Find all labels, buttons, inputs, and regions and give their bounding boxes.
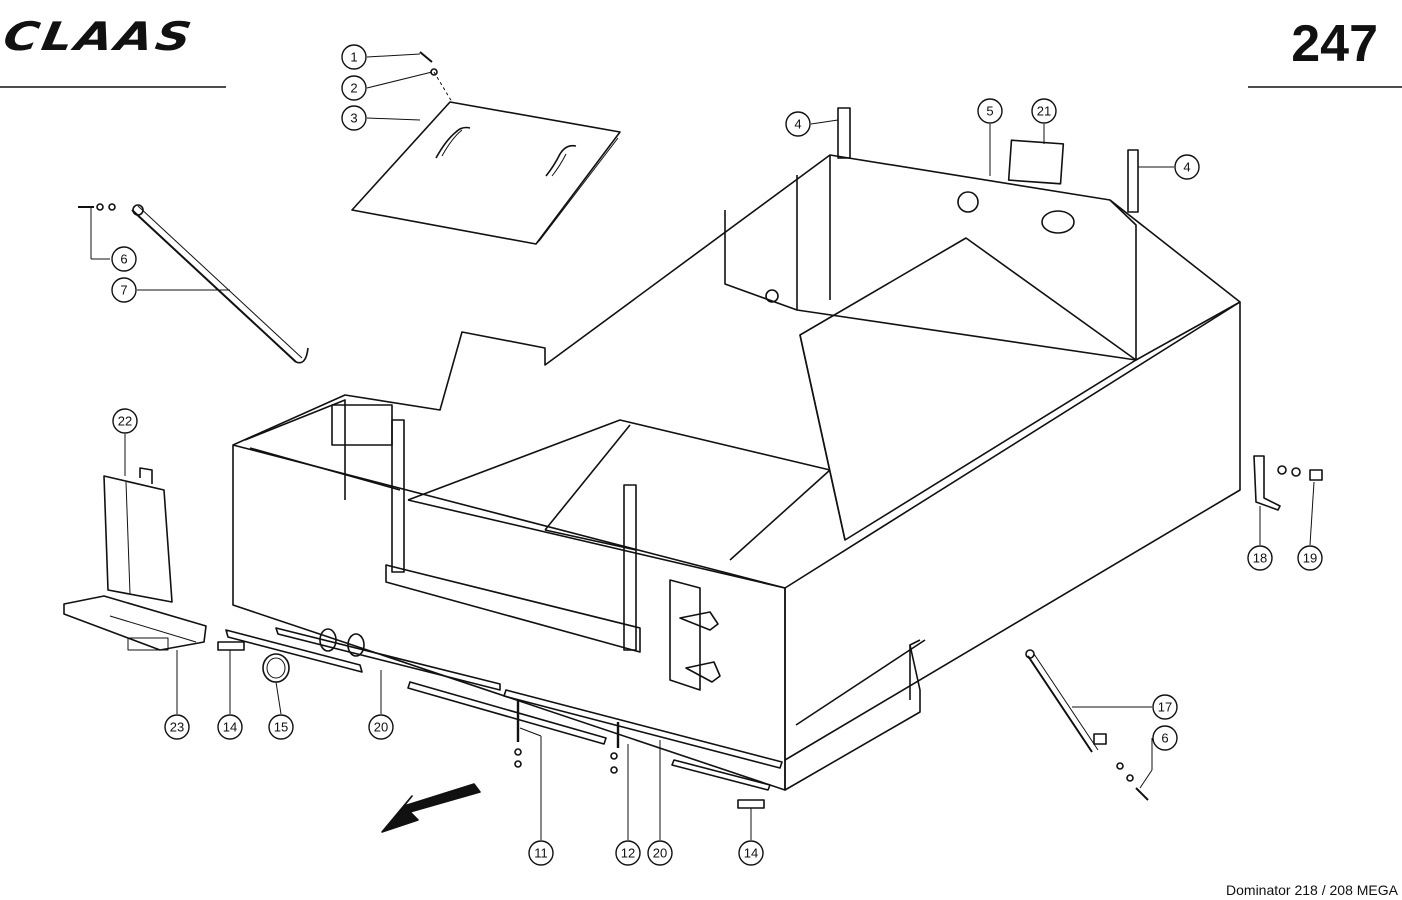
callout-6-top: 6 xyxy=(120,252,127,267)
bolt-head xyxy=(1309,469,1323,481)
main-housing xyxy=(232,107,1241,791)
top-bolt xyxy=(419,51,433,63)
callout-7: 7 xyxy=(120,283,127,298)
side-panel xyxy=(103,467,173,603)
lower-rod xyxy=(1025,649,1149,801)
washer-a xyxy=(1277,465,1287,475)
callout-22: 22 xyxy=(118,414,132,429)
model-label: Dominator 218 / 208 MEGA xyxy=(1226,882,1398,898)
callout-20-right: 20 xyxy=(653,846,667,861)
support-rod xyxy=(78,203,309,364)
callout-1: 1 xyxy=(350,50,357,65)
washer-b xyxy=(1291,467,1301,477)
callout-14-right: 14 xyxy=(744,846,758,861)
cover-plate xyxy=(351,101,621,245)
mounting-bracket xyxy=(63,595,207,651)
small-plate-right xyxy=(737,799,765,809)
callout-11: 11 xyxy=(534,846,548,861)
top-plate xyxy=(1007,139,1065,185)
callout-23: 23 xyxy=(170,720,184,735)
callout-6-bottom: 6 xyxy=(1161,731,1168,746)
callout-18: 18 xyxy=(1253,551,1267,566)
callout-19: 19 xyxy=(1303,551,1317,566)
wear-strips xyxy=(225,627,783,791)
callout-12: 12 xyxy=(621,846,635,861)
callout-circles xyxy=(111,44,1323,866)
small-plate-left xyxy=(217,641,245,651)
bolt-11 xyxy=(514,700,522,768)
callout-labels: 1 2 3 4 5 21 4 6 7 22 18 19 23 14 15 20 … xyxy=(118,50,1317,861)
callout-2: 2 xyxy=(350,81,357,96)
leader-lines xyxy=(90,53,1315,840)
callout-17: 17 xyxy=(1158,700,1172,715)
angle-bracket xyxy=(1253,455,1281,511)
direction-arrow xyxy=(381,783,481,833)
callout-21: 21 xyxy=(1037,104,1051,119)
callout-5: 5 xyxy=(986,104,993,119)
callout-4-right: 4 xyxy=(1183,160,1190,175)
ring-seal-inner xyxy=(266,657,286,679)
callout-20-left: 20 xyxy=(374,720,388,735)
bolt-12 xyxy=(610,722,620,774)
dash-line-top xyxy=(433,71,453,103)
callout-3: 3 xyxy=(350,111,357,126)
page-number: 247 xyxy=(1291,15,1378,73)
callout-4-left: 4 xyxy=(794,117,801,132)
callout-14-left: 14 xyxy=(223,720,237,735)
callout-15: 15 xyxy=(274,720,288,735)
